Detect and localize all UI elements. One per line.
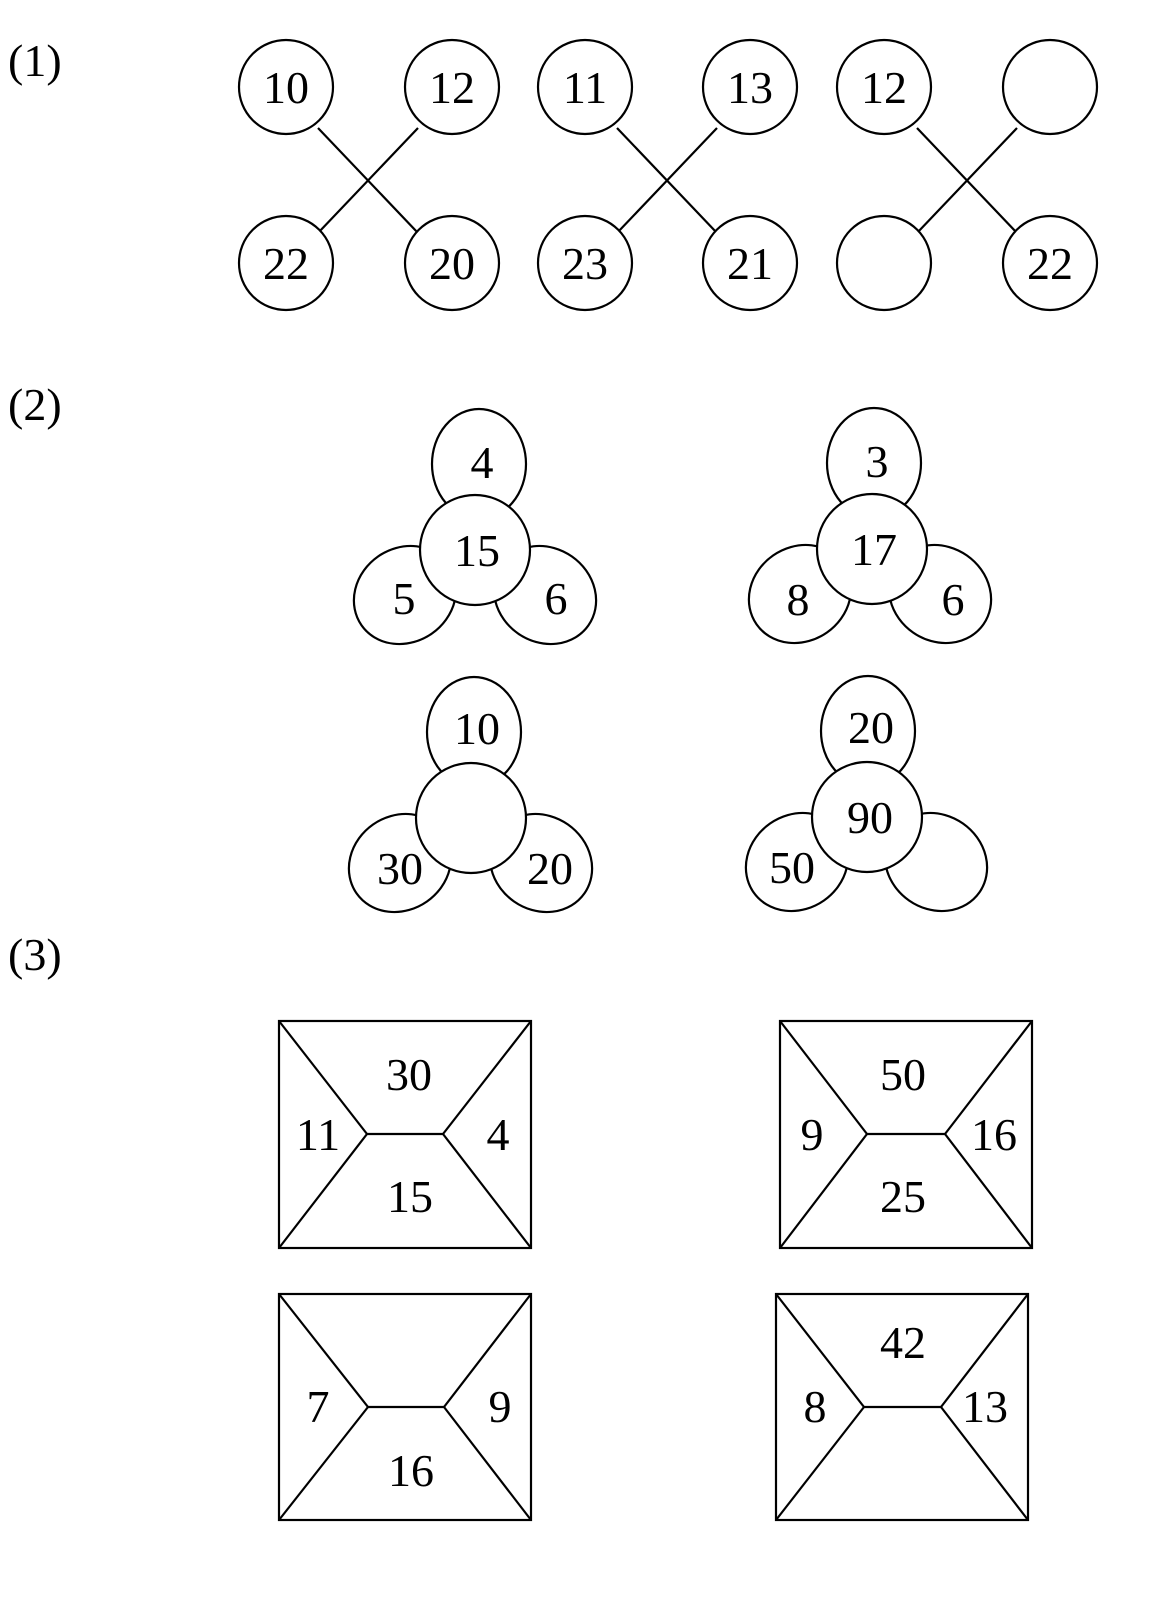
diagonal-line [442,1020,532,1135]
center-circle [414,761,528,875]
value-left: 9 [801,1109,824,1160]
diagonal-line [442,1133,532,1249]
value-right: 9 [489,1381,512,1432]
box-figure-1: 30 11 4 15 [277,1019,533,1250]
circle-top-right [1001,38,1099,136]
value-right: 6 [942,574,965,625]
value-bottom-left: 23 [562,238,608,289]
diagonal-line [944,1133,1033,1249]
diagonal-line [278,1020,368,1135]
diagonal-line [278,1406,369,1521]
problem-1-label: (1) [8,35,62,86]
value-top: 20 [848,702,894,753]
connector-line [317,127,419,234]
connector-line [916,127,1018,234]
value-top-left: 12 [861,62,907,113]
flower-figure-2: 3 17 8 6 [747,406,993,645]
circle-bottom-left [835,214,933,312]
circle-top-left [536,38,634,136]
value-left: 8 [804,1381,827,1432]
flower-figure-4: 20 90 50 [744,674,989,913]
flower-figure-3: 10 30 20 [347,675,594,914]
diagonal-line [944,1020,1033,1135]
value-center: 15 [454,525,500,576]
value-bottom: 25 [880,1171,926,1222]
circle-bottom-left [536,214,634,312]
value-top: 42 [880,1317,926,1368]
x-puzzle-group-2: 11 13 23 21 [536,38,799,312]
center-circle [815,492,929,606]
value-left: 7 [307,1381,330,1432]
circle-bottom-right [701,214,799,312]
value-left: 30 [377,843,423,894]
value-right: 4 [487,1109,510,1160]
diagonal-line [278,1133,368,1249]
value-bottom-right: 21 [727,238,773,289]
value-left: 11 [296,1109,340,1160]
value-left: 50 [769,842,815,893]
connector-line [616,127,718,234]
value-center: 17 [851,524,897,575]
circle-bottom-left [237,214,335,312]
x-puzzle-group-1: 10 12 22 20 [237,38,501,312]
circle-top-left [835,38,933,136]
x-puzzle-group-3: 12 22 [835,38,1099,312]
value-bottom: 15 [387,1171,433,1222]
value-top-right: 13 [727,62,773,113]
diagonal-line [940,1406,1029,1521]
value-top: 30 [386,1049,432,1100]
circle-bottom-right [403,214,501,312]
diagonal-line [278,1293,369,1408]
value-right: 13 [962,1381,1008,1432]
diagonal-line [443,1406,532,1521]
value-top: 50 [880,1049,926,1100]
diagonal-line [775,1293,865,1408]
value-bottom: 16 [388,1445,434,1496]
diagonal-line [775,1406,865,1521]
diagonal-line [443,1293,532,1408]
value-top: 3 [866,436,889,487]
box-figure-4: 42 8 13 [774,1292,1030,1522]
value-bottom-right: 22 [1027,238,1073,289]
box-figure-2: 50 9 16 25 [778,1019,1034,1250]
value-top: 10 [454,703,500,754]
value-right: 6 [545,573,568,624]
value-bottom-left: 22 [263,238,309,289]
center-circle [810,760,924,874]
value-left: 5 [393,573,416,624]
value-top-left: 11 [563,62,607,113]
center-circle [418,493,532,607]
problem-3-label: (3) [8,929,62,980]
value-right: 16 [971,1109,1017,1160]
value-left: 8 [787,574,810,625]
circle-top-left [237,38,335,136]
value-top-left: 10 [263,62,309,113]
value-top-right: 12 [429,62,475,113]
problem-2-label: (2) [8,379,62,430]
box-figure-3: 7 9 16 [277,1292,533,1522]
flower-figure-1: 4 15 5 6 [352,407,598,646]
circle-bottom-right [1001,214,1099,312]
diagonal-line [779,1020,868,1135]
value-center: 90 [847,792,893,843]
circle-top-right [403,38,501,136]
diagonal-line [779,1133,868,1249]
circle-top-right [701,38,799,136]
value-bottom-right: 20 [429,238,475,289]
value-right: 20 [527,843,573,894]
diagonal-line [940,1293,1029,1408]
value-top: 4 [471,437,494,488]
